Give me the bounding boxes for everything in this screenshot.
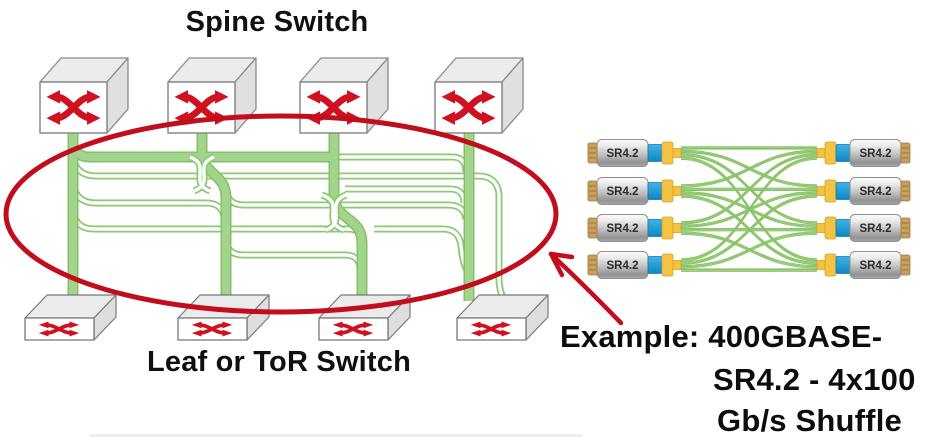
transceiver-module-right-4: SR4.2 [816,251,902,279]
heatsink-fins-icon [900,254,911,276]
transceiver-module-left-1: SR4.2 [596,139,682,167]
spine-switch-1 [39,57,129,134]
heatsink-fins-icon [900,217,911,239]
transceiver-module-left-4: SR4.2 [596,251,682,279]
callout-arrow [548,251,624,326]
callout-line-3: Gb/s Shuffle [717,403,902,438]
module-label: SR4.2 [607,223,639,235]
leaf-switch-4 [456,294,549,341]
transceiver-module-right-3: SR4.2 [816,214,902,242]
transceiver-module-right-1: SR4.2 [816,139,902,167]
spine-switch-2 [167,57,257,134]
heatsink-fins-icon [900,180,911,202]
callout-line-1: Example: 400GBASE- [560,319,882,354]
fiber-tubes [69,150,508,303]
heatsink-fins-icon [587,254,598,276]
module-label: SR4.2 [860,223,892,235]
leaf-switch-2 [177,294,270,341]
module-label: SR4.2 [860,260,892,272]
fiber-shuffle [680,146,818,272]
spine-switches [39,57,524,134]
spine-switch-label: Spine Switch [186,6,369,38]
spine-switch-4 [434,57,524,134]
heatsink-fins-icon [900,142,911,164]
leaf-switch-1 [24,294,117,341]
leaf-switch-label: Leaf or ToR Switch [147,346,411,378]
module-label: SR4.2 [607,186,639,198]
module-label: SR4.2 [860,148,892,160]
heatsink-fins-icon [587,217,598,239]
fiber-braid-knots [188,153,348,234]
transceiver-module-right-2: SR4.2 [816,177,902,205]
heatsink-fins-icon [587,180,598,202]
callout-text: Example: 400GBASE- SR4.2 - 4x100 Gb/s Sh… [560,319,916,438]
module-label: SR4.2 [860,186,892,198]
spine-switch-3 [299,57,389,134]
fiber-mesh [67,133,508,303]
transceiver-module-left-2: SR4.2 [596,177,682,205]
highlight-ellipse [3,113,559,315]
heatsink-fins-icon [587,142,598,164]
callout-line-2: SR4.2 - 4x100 [713,362,916,397]
fiber-trunks [67,133,475,301]
transceiver-module-left-3: SR4.2 [596,214,682,242]
leaf-switches [24,294,549,341]
module-label: SR4.2 [607,148,639,160]
module-label: SR4.2 [607,260,639,272]
bottom-divider [90,434,582,437]
